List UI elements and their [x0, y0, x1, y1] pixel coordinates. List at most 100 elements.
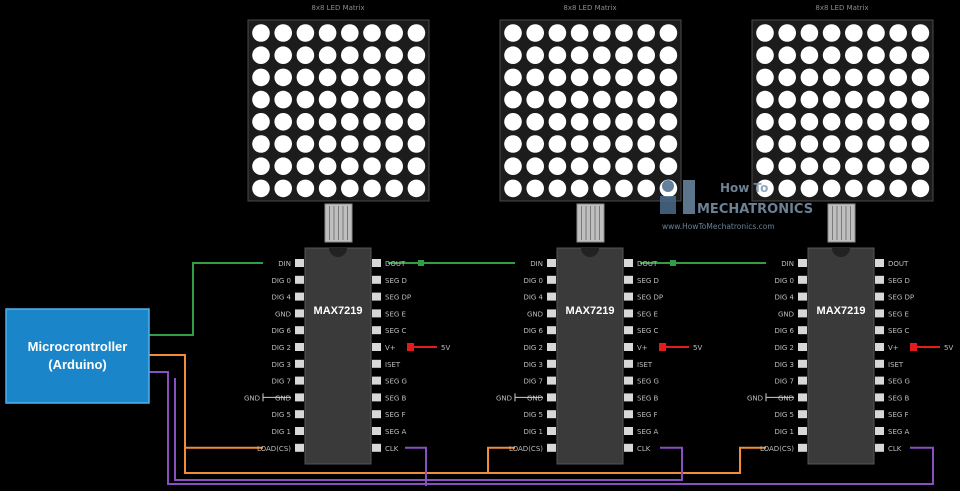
chip-pin-left [798, 427, 807, 435]
pin-label-right: DOUT [888, 260, 909, 268]
led-dot [845, 113, 863, 131]
led-matrix [499, 19, 682, 202]
microcontroller-box [5, 308, 150, 404]
chip-pin-right [624, 410, 633, 419]
led-dot [778, 113, 796, 131]
chip-pin-left [547, 326, 556, 335]
led-dot [274, 24, 293, 42]
led-dot [637, 46, 655, 64]
led-dot [822, 68, 841, 87]
led-dot [385, 157, 404, 175]
chip-pin-right [624, 393, 633, 402]
led-dot [800, 179, 819, 198]
pin-label-left: DIG 7 [523, 378, 543, 386]
led-dot [385, 179, 404, 198]
led-dot [822, 90, 841, 109]
pin-label-left: DIG 1 [523, 428, 543, 436]
led-dot [363, 24, 381, 42]
led-dot [593, 157, 611, 175]
vcc-wire-end [659, 343, 666, 351]
led-dot [867, 46, 885, 64]
pin-label-right: SEG DP [637, 294, 663, 302]
led-dot [341, 24, 359, 42]
logo-text: How To [720, 181, 768, 195]
chip-pin-right [624, 292, 633, 301]
matrix-title: 8x8 LED Matrix [311, 4, 364, 12]
led-dot [659, 135, 678, 153]
pin-label-right: CLK [637, 445, 651, 453]
pin-label-left: DIG 2 [523, 344, 543, 352]
led-dot [615, 135, 633, 153]
led-dot [274, 135, 293, 153]
chip-pin-left [547, 259, 556, 267]
chip-pin-left [798, 359, 807, 368]
led-dot [407, 24, 426, 42]
chip-pin-right [875, 359, 884, 368]
chip-pin-right [875, 309, 884, 318]
led-dot [318, 24, 337, 42]
pin-label-right: SEG E [888, 310, 909, 318]
pin-label-right: SEG D [385, 277, 407, 285]
chip-pin-right [875, 427, 884, 435]
led-dot [615, 68, 633, 87]
led-dot [756, 46, 774, 64]
chip-pin-left [295, 443, 304, 452]
led-dot [911, 113, 930, 131]
led-dot [889, 135, 907, 153]
led-dot [911, 135, 930, 153]
pin-label-left: DIG 4 [774, 294, 794, 302]
chip-pin-right [875, 326, 884, 335]
led-dot [341, 46, 359, 64]
led-dot [341, 113, 359, 131]
microcontroller-block: Microcrontroller(Arduino) [5, 308, 150, 404]
chip-pin-right [875, 410, 884, 419]
led-dot [659, 157, 678, 175]
chip-name: MAX7219 [566, 305, 615, 317]
led-dot [548, 68, 567, 87]
pin-label-left: LOAD(CS) [509, 445, 543, 453]
led-dot [822, 135, 841, 153]
chip-pin-right [875, 343, 884, 351]
led-dot [385, 24, 404, 42]
matrix-title: 8x8 LED Matrix [563, 4, 616, 12]
chip-pin-left [295, 326, 304, 335]
pin-label-left: DIG 5 [271, 411, 291, 419]
led-dot [867, 135, 885, 153]
led-dot [296, 113, 315, 131]
led-dot [889, 90, 907, 109]
led-dot [363, 113, 381, 131]
led-dot [778, 24, 796, 42]
vcc-label: 5V [693, 344, 702, 352]
led-dot [407, 68, 426, 87]
led-dot [845, 46, 863, 64]
led-matrix [247, 19, 430, 202]
chip-pin-left [547, 275, 556, 284]
led-dot [341, 90, 359, 109]
chip-pin-right [624, 443, 633, 452]
clk-wire-2 [174, 378, 683, 481]
chip-pin-right [875, 376, 884, 385]
led-dot [385, 135, 404, 153]
chip-pin-left [798, 326, 807, 335]
led-dot [526, 157, 544, 175]
chip-name: MAX7219 [817, 305, 866, 317]
pin-label-left: DIG 7 [774, 378, 794, 386]
led-dot [800, 135, 819, 153]
led-dot [341, 179, 359, 198]
led-dot [615, 46, 633, 64]
chip-pin-left [547, 410, 556, 419]
led-dot [296, 135, 315, 153]
led-dot [274, 46, 293, 64]
pin-label-left: GND [275, 394, 291, 402]
led-dot [407, 46, 426, 64]
led-dot [867, 68, 885, 87]
pin-label-left: DIG 5 [774, 411, 794, 419]
led-dot [845, 24, 863, 42]
logo-mark [660, 196, 676, 214]
led-dot [504, 157, 522, 175]
led-dot [548, 90, 567, 109]
led-dot [593, 24, 611, 42]
chip-pin-right [372, 393, 381, 402]
led-dot [756, 68, 774, 87]
